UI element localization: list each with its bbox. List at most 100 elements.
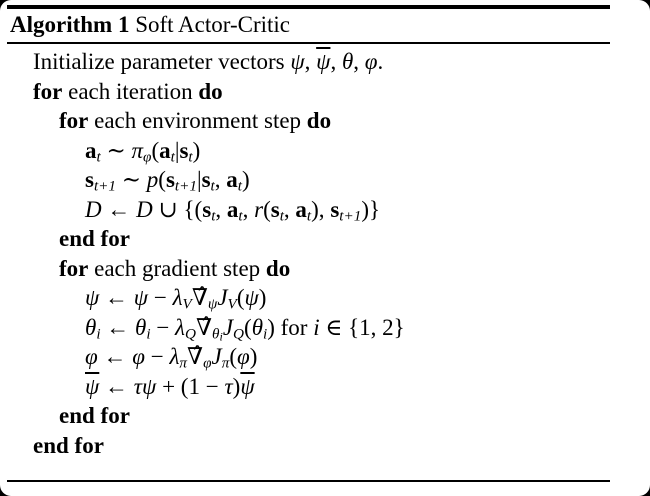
math-segment: V xyxy=(227,295,237,313)
math-segment: , xyxy=(330,49,342,74)
math-segment: s xyxy=(85,167,94,192)
algorithm-line-4: at ∼ πφ(at|st) xyxy=(33,136,633,166)
math-segment: t xyxy=(237,177,242,195)
math-segment: each gradient step xyxy=(88,255,266,281)
math-segment: | xyxy=(196,167,202,192)
math-segment: ∇̂ xyxy=(187,344,204,369)
math-segment: t+1 xyxy=(93,177,116,195)
math-segment: λ xyxy=(169,344,180,369)
top-rule xyxy=(7,5,610,9)
math-segment: − xyxy=(150,314,176,340)
math-segment: for xyxy=(59,255,89,281)
math-segment: φ xyxy=(364,49,378,74)
math-segment: each environment step xyxy=(88,108,307,133)
math-segment: s xyxy=(165,167,175,192)
math-segment: do xyxy=(198,78,223,104)
bottom-rule xyxy=(7,480,610,482)
math-segment: a xyxy=(159,137,171,163)
math-segment: a xyxy=(85,137,97,163)
algorithm-line-8: for each gradient step do xyxy=(33,254,633,284)
math-segment: for xyxy=(59,108,89,133)
math-segment: φ xyxy=(237,344,250,369)
math-segment: V xyxy=(182,295,192,313)
math-segment: ∈ {1, 2} xyxy=(319,314,405,340)
math-segment: φ xyxy=(132,344,145,369)
math-segment: ← xyxy=(100,314,136,340)
math-segment: θ xyxy=(212,324,220,342)
math-segment: J xyxy=(222,314,234,340)
math-segment: ψ xyxy=(207,295,218,313)
algorithm-line-14: end for xyxy=(33,431,633,461)
math-segment: λ xyxy=(175,314,186,340)
math-segment: s xyxy=(179,137,189,163)
math-segment: t xyxy=(238,206,243,224)
math-segment: J xyxy=(217,285,228,310)
math-segment: ) xyxy=(258,285,267,310)
math-segment: ), xyxy=(311,196,331,222)
math-segment: ∼ xyxy=(100,137,132,163)
math-segment: ) xyxy=(192,137,201,163)
math-segment: τψ xyxy=(133,373,157,399)
math-segment: ) xyxy=(232,373,241,399)
math-segment: , xyxy=(304,49,317,74)
math-segment: ) xyxy=(241,167,250,192)
math-segment: π xyxy=(179,354,188,372)
math-segment: s xyxy=(201,167,211,192)
math-segment: ← xyxy=(97,344,133,369)
math-segment: τ xyxy=(224,373,233,399)
math-segment: π xyxy=(131,137,144,163)
math-segment: θ xyxy=(85,314,97,340)
header-rule xyxy=(7,42,610,44)
math-segment: θ xyxy=(251,314,263,340)
math-segment: end for xyxy=(33,432,104,458)
math-segment: D xyxy=(85,196,102,222)
algorithm-line-6: D ← D ∪ {(st, at, r(st, at), st+1)} xyxy=(33,195,633,225)
math-segment: θ xyxy=(135,314,147,340)
algorithm-title: Soft Actor-Critic xyxy=(129,12,290,37)
math-segment: λ xyxy=(172,285,183,310)
math-segment: s xyxy=(330,196,340,222)
math-segment: t xyxy=(306,206,312,224)
math-segment: i xyxy=(263,324,268,342)
math-segment: ψ xyxy=(85,373,100,399)
math-segment: D xyxy=(136,196,153,222)
math-segment: )} xyxy=(361,196,381,222)
math-segment: ( xyxy=(236,285,245,310)
math-segment: a xyxy=(295,196,307,222)
math-segment: . xyxy=(377,49,384,74)
math-segment: ψ xyxy=(244,285,259,310)
math-segment: s xyxy=(202,196,212,222)
math-segment: π xyxy=(221,354,230,372)
math-segment: i xyxy=(219,328,223,343)
algorithm-line-2: for each iteration do xyxy=(33,77,633,107)
math-segment: end for xyxy=(59,403,130,428)
algorithm-body: Initialize parameter vectors ψ, ψ, θ, φ.… xyxy=(33,47,633,460)
math-segment: end for xyxy=(59,226,130,251)
math-segment: ψ xyxy=(133,285,149,310)
math-segment: ← xyxy=(99,285,134,310)
math-segment: | xyxy=(174,137,180,163)
math-segment: each iteration xyxy=(62,78,199,104)
math-segment: t+1 xyxy=(339,206,362,224)
algorithm-line-7: end for xyxy=(33,224,633,254)
math-segment: ∇̂ xyxy=(195,314,213,340)
math-segment: ∪ {( xyxy=(152,196,203,222)
math-segment: for xyxy=(33,78,63,104)
math-segment: ψ xyxy=(85,285,100,310)
math-segment: ( xyxy=(151,137,160,163)
math-segment: , xyxy=(283,196,296,222)
math-segment: i xyxy=(96,324,101,342)
math-segment: s xyxy=(270,196,280,222)
math-segment: ) xyxy=(249,344,258,369)
math-segment: ) for xyxy=(267,314,314,340)
math-segment: ( xyxy=(263,196,271,222)
math-segment: t xyxy=(96,147,101,165)
math-segment: θ xyxy=(341,49,354,74)
math-segment: ( xyxy=(229,344,237,369)
math-segment: ∇̂ xyxy=(191,285,208,310)
math-segment: do xyxy=(306,108,332,133)
algorithm-line-10: θi ← θi − λQ∇̂θiJQ(θi) for i ∈ {1, 2} xyxy=(33,313,633,343)
math-segment: − xyxy=(144,344,170,369)
math-segment: − xyxy=(148,285,173,310)
